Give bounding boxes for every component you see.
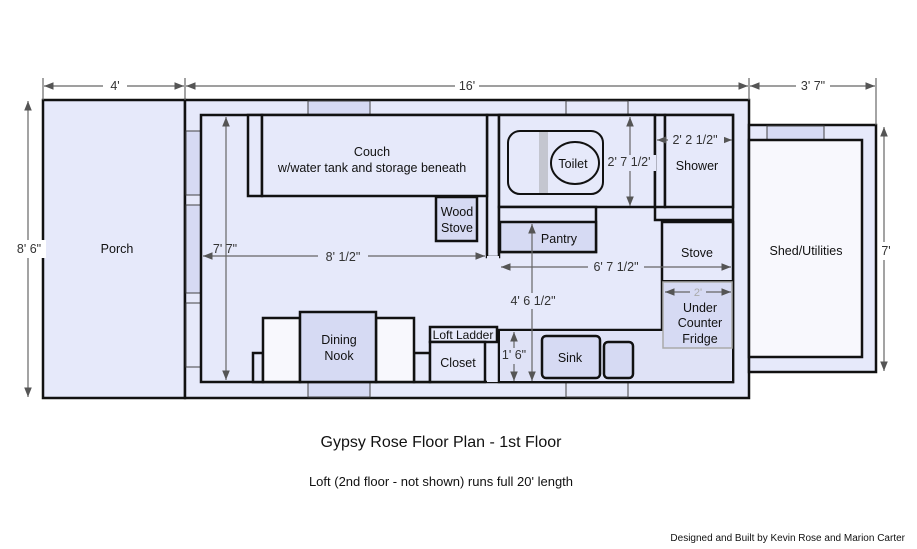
svg-text:6' 7 1/2": 6' 7 1/2" (593, 260, 638, 274)
porch: Porch (41, 98, 187, 400)
closet: Closet (428, 340, 487, 384)
svg-text:Porch: Porch (101, 242, 134, 256)
svg-text:w/water tank and storage benea: w/water tank and storage beneath (277, 161, 466, 175)
svg-text:Fridge: Fridge (682, 332, 717, 346)
dining-nook: Dining Nook (251, 310, 432, 384)
svg-text:3' 7": 3' 7" (801, 79, 825, 93)
toilet (550, 141, 600, 185)
svg-text:Stove: Stove (681, 246, 713, 260)
credit: Designed and Built by Kevin Rose and Mar… (670, 533, 905, 544)
svg-text:Couch: Couch (354, 145, 390, 159)
wood-stove: Wood Stove (434, 195, 479, 243)
svg-text:Shower: Shower (676, 159, 718, 173)
svg-text:Loft Ladder: Loft Ladder (433, 328, 494, 342)
svg-text:4' 6 1/2": 4' 6 1/2" (510, 294, 555, 308)
stove: Stove (681, 246, 713, 260)
svg-text:Dining: Dining (321, 333, 356, 347)
couch: Couch w/water tank and storage beneath (246, 113, 489, 198)
pantry: Pantry (497, 205, 598, 254)
svg-text:7' 7": 7' 7" (213, 242, 237, 256)
shed: Shed/Utilities (747, 123, 878, 374)
plan-subtitle: Loft (2nd floor - not shown) runs full 2… (309, 474, 573, 489)
dimension-labels: 4' 16' 3' 7" 8' 6" 7' 7' 7" 8' 1/2" 2' 7… (12, 78, 892, 364)
svg-text:8' 6": 8' 6" (17, 242, 41, 256)
shower: Shower (653, 113, 735, 209)
svg-text:7': 7' (881, 244, 890, 258)
plan-title: Gypsy Rose Floor Plan - 1st Floor (321, 434, 563, 451)
svg-text:Stove: Stove (441, 221, 473, 235)
svg-text:2': 2' (694, 287, 702, 299)
svg-text:16': 16' (459, 79, 475, 93)
svg-text:Wood: Wood (441, 205, 473, 219)
sink: Sink (540, 334, 635, 380)
svg-text:Shed/Utilities: Shed/Utilities (770, 244, 843, 258)
svg-text:2' 2 1/2": 2' 2 1/2" (672, 133, 717, 147)
svg-text:Toilet: Toilet (558, 157, 588, 171)
svg-text:Under: Under (683, 301, 717, 315)
svg-text:Counter: Counter (678, 316, 722, 330)
svg-text:Sink: Sink (558, 351, 583, 365)
svg-text:1' 6": 1' 6" (502, 348, 526, 362)
svg-text:4': 4' (110, 79, 119, 93)
svg-text:Closet: Closet (440, 356, 476, 370)
svg-text:8' 1/2": 8' 1/2" (326, 250, 361, 264)
svg-text:Nook: Nook (324, 349, 354, 363)
svg-text:2' 7 1/2': 2' 7 1/2' (608, 155, 651, 169)
svg-text:Pantry: Pantry (541, 232, 578, 246)
loft-ladder: Loft Ladder (428, 325, 499, 344)
